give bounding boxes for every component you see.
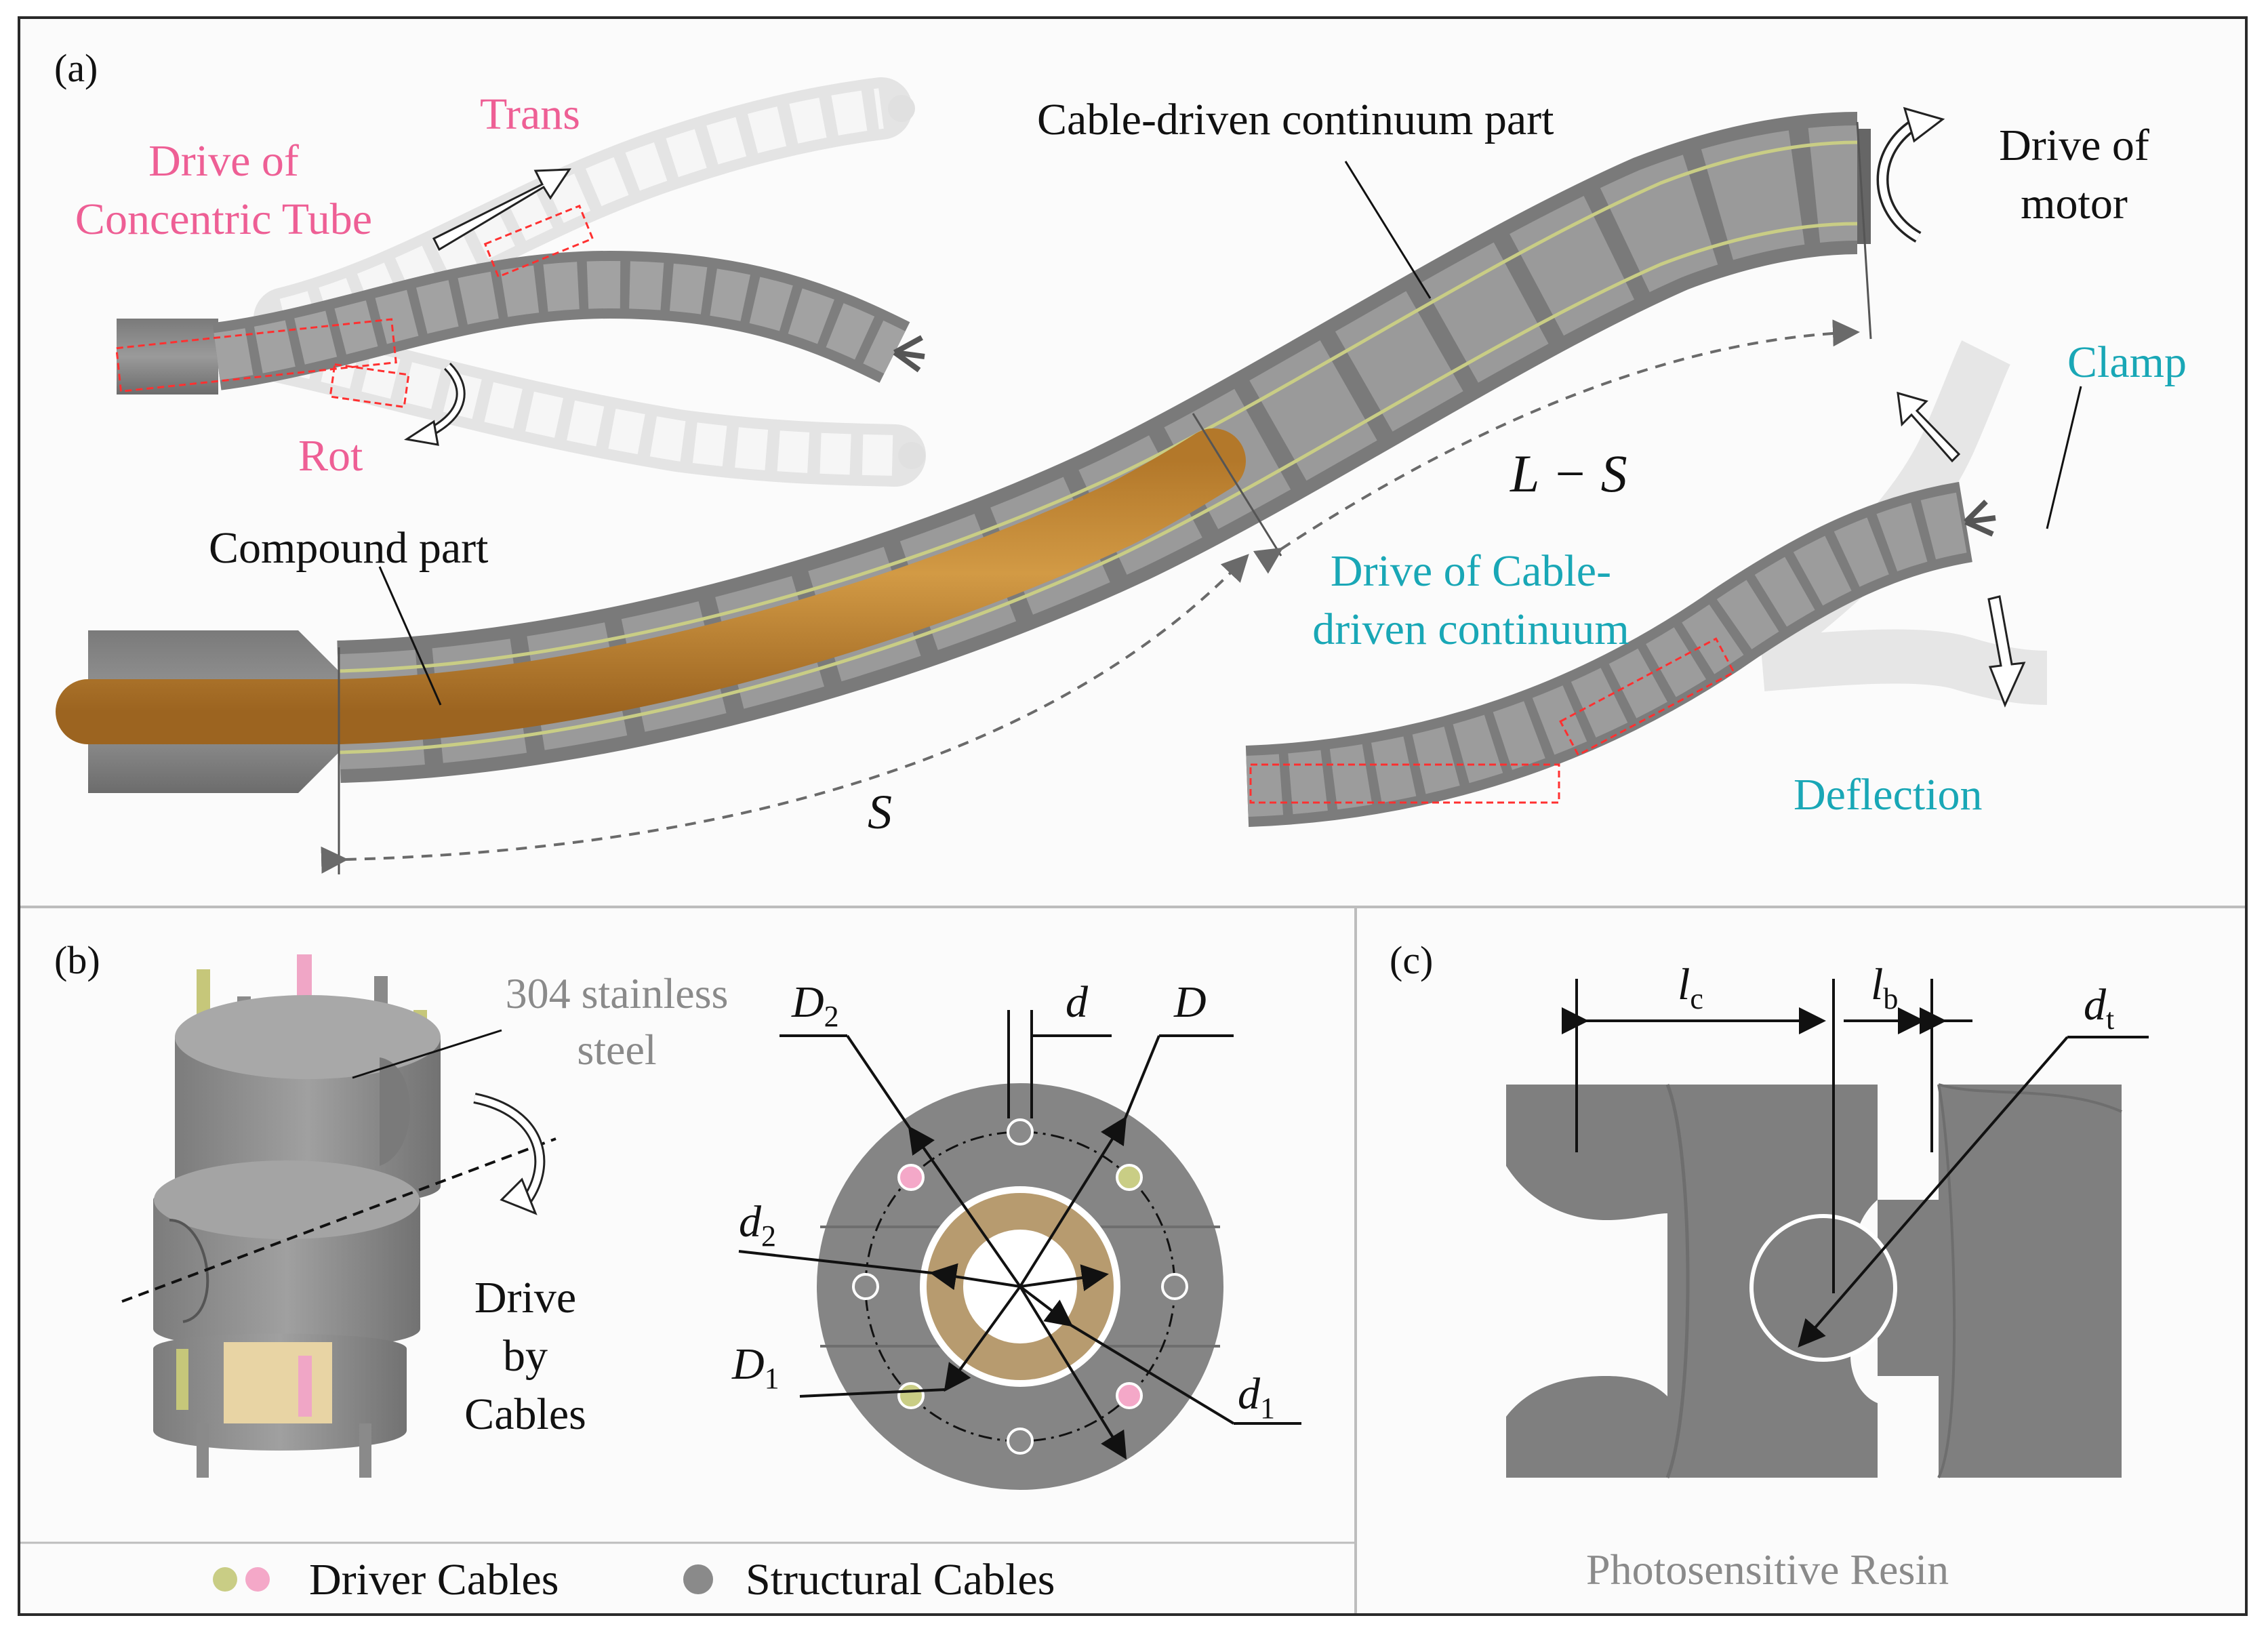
dim-lc: lc [1678,960,1703,1016]
legend-driver-cables: Driver Cables [309,1555,559,1604]
cable-continuum-module [1245,340,2048,827]
dim-d: d [1066,977,1088,1027]
deflection-arrow [1987,595,2026,708]
dim-d1: d1 [1238,1369,1275,1425]
rot-label: Rot [298,431,363,481]
photosensitive-resin-label: Photosensitive Resin [1586,1545,1949,1594]
dim-D: D [1174,977,1207,1027]
concentric-tube-module [115,77,926,487]
dim-d2: d2 [739,1197,776,1253]
drive-cable-continuum-label: Drive of Cable- driven continuum [1312,546,1629,654]
drive-by-cables-label: Drive by Cables [464,1273,586,1439]
joint-3d-model [153,954,441,1478]
flexure-dimensions [1562,979,2149,1348]
dim-lb: lb [1871,960,1899,1016]
structural-cable-swatch [683,1564,713,1594]
dim-dt: dt [2084,980,2115,1036]
driver-cable-swatch-olive [213,1567,237,1592]
clamp-up-arrow [1897,391,1961,463]
legend-structural-cables: Structural Cables [746,1555,1055,1604]
stainless-steel-label: 304 stainless steel [505,969,729,1074]
compound-part-label: Compound part [209,523,489,573]
flexure-hinge-detail [1506,1083,2122,1478]
drive-concentric-tube-label: Drive of Concentric Tube [75,136,373,244]
joint-axis-line [121,1137,556,1303]
clamp-label: Clamp [2067,338,2187,387]
drive-of-motor-label: Drive of motor [1999,121,2149,228]
dim-D2: D2 [792,977,839,1034]
s-label: S [868,785,892,839]
trans-arrow [432,168,571,251]
cable-driven-part-label: Cable-driven continuum part [1037,95,1554,144]
l-minus-s-label: L − S [1510,444,1627,503]
trans-label: Trans [480,89,580,139]
dim-D1: D1 [732,1339,779,1396]
panel-b-label: (b) [54,938,100,982]
deflection-label: Deflection [1794,770,1983,820]
panel-a-label: (a) [54,46,98,90]
cross-section-dimensions [738,1010,1301,1460]
driver-cable-swatch-pink [245,1567,270,1592]
panel-c-label: (c) [1390,938,1434,982]
